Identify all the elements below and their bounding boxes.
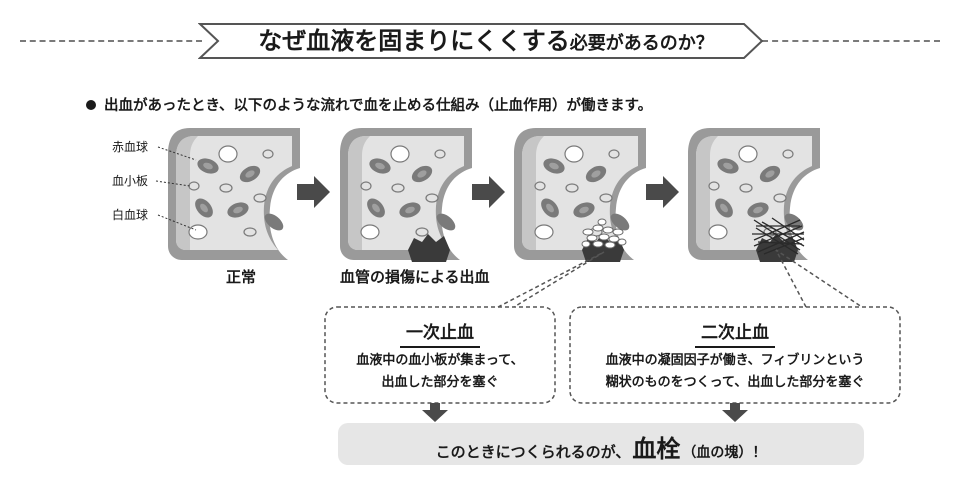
arrow-down-icon xyxy=(722,403,748,422)
title-banner xyxy=(198,23,764,59)
arrow-right-icon xyxy=(297,176,330,208)
stage-caption-injury: 血管の損傷による出血 xyxy=(340,268,490,286)
pointer-secondary xyxy=(775,249,863,308)
intro-label: 出血があったとき、以下のような流れで血を止める仕組み（止血作用）が働きます。 xyxy=(104,98,653,114)
leader-red-cell xyxy=(157,146,197,161)
title-part-3: 必要があるのか？ xyxy=(569,33,714,54)
vessel-injury xyxy=(340,128,472,262)
stage-arrows xyxy=(297,176,679,208)
leader-platelet xyxy=(155,180,191,187)
vessel-secondary-clot xyxy=(688,128,820,262)
result-keyword: 血栓 xyxy=(632,435,681,463)
arrow-right-icon xyxy=(472,176,505,208)
result-prefix: このときにつくられるのが、 xyxy=(435,443,631,461)
intro-text: 出血があったとき、以下のような流れで血を止める仕組み（止血作用）が働きます。 xyxy=(86,94,652,115)
secondary-hemostasis-title: 二次止血 xyxy=(695,318,775,348)
fibrin-mesh-icon xyxy=(752,217,805,255)
title-divider-left xyxy=(20,40,202,42)
leader-white-cell xyxy=(157,214,197,231)
legend-red-cell: 赤血球 xyxy=(112,140,149,154)
secondary-hemostasis-text: 血液中の凝固因子が働き、フィブリンという 糊状のものをつくって、出血した部分を塞… xyxy=(570,350,900,394)
title-part-2: 血液を固まりにくくする xyxy=(306,27,570,55)
primary-hemostasis-title: 一次止血 xyxy=(400,318,480,348)
page-title: なぜ 血液を固まりにくくする 必要があるのか？ xyxy=(226,21,746,61)
arrow-right-icon xyxy=(646,176,679,208)
pointer-primary xyxy=(497,251,605,308)
primary-line-1: 血液中の血小板が集まって、 xyxy=(356,353,524,368)
primary-hemostasis-box xyxy=(324,306,556,404)
platelet-cluster-icon xyxy=(581,218,627,249)
stage-caption-normal: 正常 xyxy=(226,268,257,286)
primary-hemostasis-text: 血液中の血小板が集まって、 出血した部分を塞ぐ xyxy=(325,350,555,394)
secondary-line-2: 糊状のものをつくって、出血した部分を塞ぐ xyxy=(605,375,865,390)
legend-platelet: 血小板 xyxy=(112,174,149,188)
result-banner: このときにつくられるのが、 血栓 （血の塊）！ xyxy=(338,423,864,465)
vessel-primary-plug xyxy=(514,128,646,262)
arrow-down-icon xyxy=(422,403,448,422)
primary-line-2: 出血した部分を塞ぐ xyxy=(381,375,499,390)
bullet-dot-icon xyxy=(86,99,96,110)
title-part-1: なぜ xyxy=(258,27,307,55)
secondary-line-1: 血液中の凝固因子が働き、フィブリンという xyxy=(605,353,865,368)
wound-icon xyxy=(408,234,450,262)
legend-white-cell: 白血球 xyxy=(112,208,149,222)
vessel-normal xyxy=(168,128,300,260)
result-suffix: （血の塊）！ xyxy=(682,445,767,461)
title-divider-right xyxy=(762,40,940,42)
